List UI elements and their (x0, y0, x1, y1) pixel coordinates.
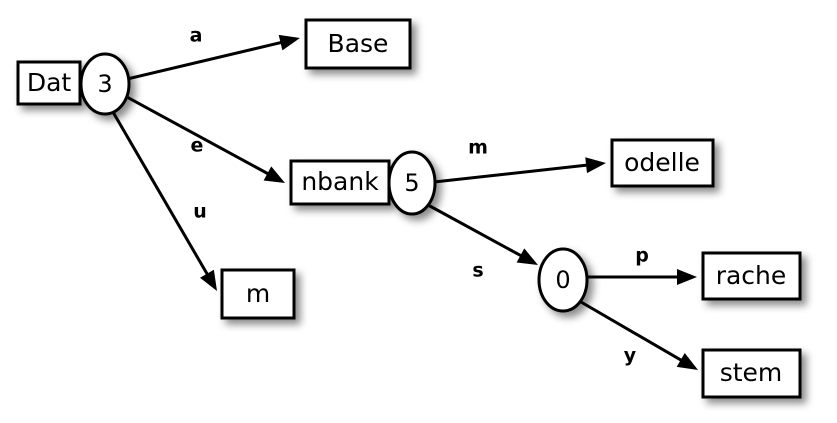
edge-label: u (193, 201, 207, 223)
node-ellipse[interactable] (387, 150, 437, 216)
arrow-head-icon (676, 353, 698, 370)
node-rect[interactable] (220, 268, 296, 320)
nodes-layer: Dat 3 Base nbank 5 m odelle 0 rache stem (16, 18, 802, 399)
node-base[interactable]: Base (304, 18, 412, 70)
node-dat[interactable]: Dat (16, 60, 82, 106)
edge-label: p (635, 245, 649, 267)
arrow-head-icon (585, 157, 606, 174)
edge-label: e (191, 135, 204, 157)
edges-layer (111, 34, 698, 370)
edge-s (427, 203, 538, 265)
node-odelle[interactable]: odelle (610, 138, 715, 188)
arrow-head-icon (516, 248, 538, 265)
node-rache[interactable]: rache (701, 251, 802, 301)
node-nbank[interactable]: nbank (289, 159, 391, 206)
node-label: stem (720, 358, 783, 387)
node-rect[interactable] (701, 348, 802, 399)
node-ellipse[interactable] (537, 247, 589, 313)
node-label: rache (716, 261, 787, 290)
edge-e (124, 94, 285, 183)
node-five[interactable]: 5 (387, 150, 437, 216)
edge-line (111, 111, 210, 278)
edge-label: y (624, 345, 637, 367)
edge-labels-layer: a e u m s p y (190, 25, 649, 367)
edge-y (580, 300, 698, 370)
edge-u (111, 111, 217, 291)
node-zero[interactable]: 0 (537, 247, 589, 313)
node-label: Dat (27, 68, 72, 97)
edge-line (580, 300, 685, 363)
edge-line (124, 94, 271, 177)
edge-m (433, 157, 606, 184)
arrow-head-icon (200, 269, 217, 291)
arrow-head-icon (263, 166, 285, 183)
node-label: 5 (404, 169, 419, 197)
edge-p (587, 269, 697, 285)
edge-label: s (472, 260, 483, 282)
node-label: 3 (97, 70, 112, 98)
edge-a (126, 34, 300, 81)
node-label: nbank (301, 167, 379, 196)
node-rect[interactable] (304, 18, 412, 70)
node-label: odelle (624, 148, 700, 177)
node-stem[interactable]: stem (701, 348, 802, 399)
node-rect[interactable] (701, 251, 802, 301)
node-rect[interactable] (16, 60, 82, 106)
node-ellipse[interactable] (79, 52, 131, 116)
node-label: 0 (555, 266, 570, 294)
edge-label: a (190, 25, 203, 47)
node-label: Base (328, 29, 389, 58)
node-label: m (246, 279, 270, 308)
edge-line (433, 163, 590, 184)
node-rect[interactable] (610, 138, 715, 188)
arrow-head-icon (278, 34, 300, 51)
arrow-head-icon (677, 269, 697, 285)
node-m-box[interactable]: m (220, 268, 296, 320)
edge-label: m (468, 137, 488, 159)
node-three[interactable]: 3 (79, 52, 131, 116)
edge-line (427, 203, 524, 259)
edge-line (126, 40, 284, 81)
